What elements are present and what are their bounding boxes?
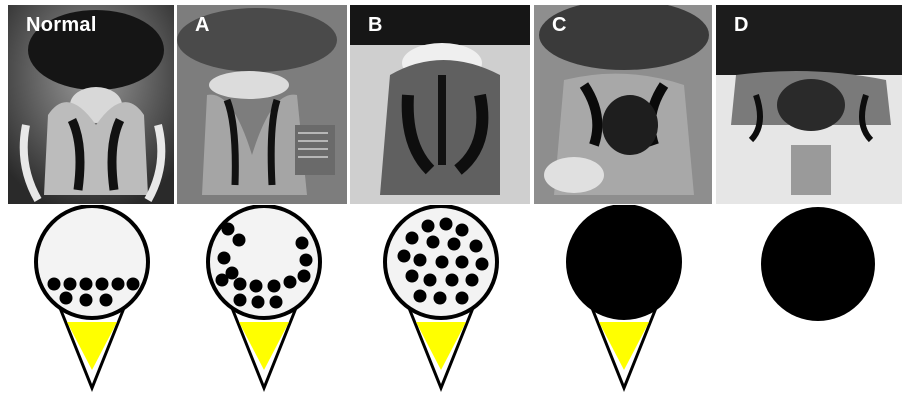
schematic-b (385, 206, 497, 388)
schematic-a (208, 206, 320, 388)
dural-sac-filled (568, 206, 680, 318)
mri-panel-c: C (534, 5, 712, 204)
schematic-row (0, 205, 907, 393)
mri-panel-d: D (716, 5, 902, 204)
panel-label-normal: Normal (26, 14, 97, 37)
mri-panel-a: A (177, 5, 347, 204)
dural-sac-filled (761, 207, 875, 321)
schematic-d (761, 207, 875, 321)
mri-panel-b: B (350, 5, 530, 204)
schematic-normal (36, 206, 148, 388)
mri-panel-normal: Normal (8, 5, 174, 204)
panel-label-a: A (195, 14, 210, 37)
panel-label-d: D (734, 14, 749, 37)
panel-label-b: B (368, 14, 383, 37)
schematic-c (568, 206, 680, 388)
panel-label-c: C (552, 14, 567, 37)
